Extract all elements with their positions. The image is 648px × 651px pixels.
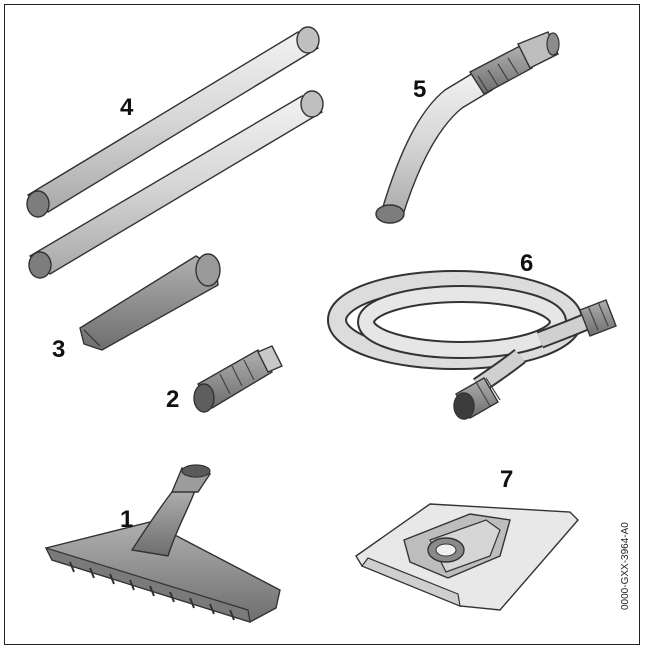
image-code: 0000-GXX-3964-A0: [620, 522, 631, 610]
hose-adapter: [193, 345, 283, 413]
label-part-1: 1: [120, 506, 134, 533]
elbow-tube: [375, 31, 560, 224]
label-part-3: 3: [52, 336, 66, 363]
floor-nozzle: [44, 464, 281, 623]
filter-bag: [355, 503, 579, 611]
label-part-7: 7: [500, 466, 514, 493]
suction-tube-upper: [26, 26, 320, 218]
label-part-2: 2: [166, 386, 180, 413]
suction-tube-lower: [28, 90, 324, 279]
crevice-nozzle: [79, 253, 221, 351]
label-part-5: 5: [413, 76, 427, 103]
label-part-6: 6: [520, 250, 534, 277]
suction-hose: [327, 270, 617, 420]
label-part-4: 4: [120, 94, 134, 121]
